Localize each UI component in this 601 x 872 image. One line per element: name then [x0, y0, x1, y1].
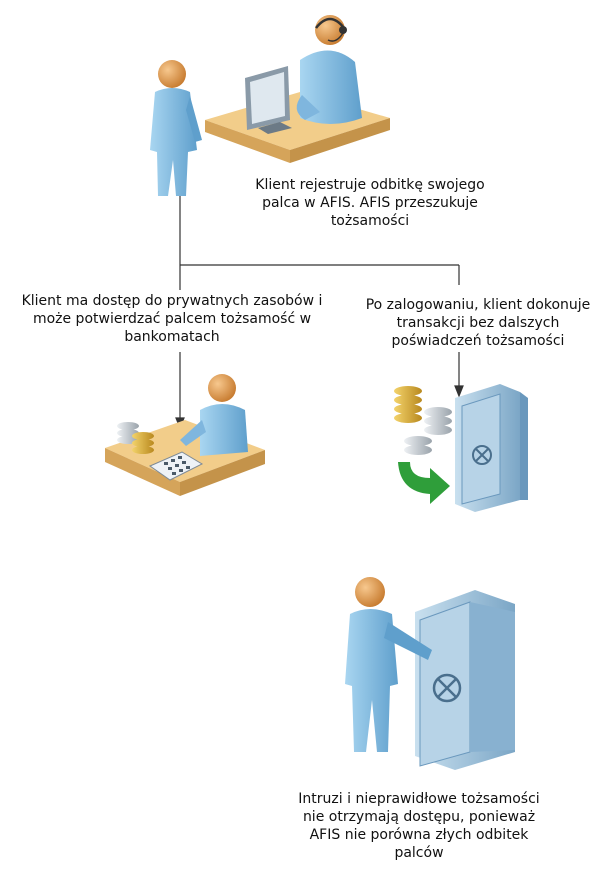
keypad-icon — [148, 451, 204, 481]
registration-scene — [150, 15, 390, 196]
return-arrow-icon — [398, 462, 450, 504]
caption-transactions: Po zalogowaniu, klient dokonuje transakc… — [365, 297, 591, 348]
atm-scene — [105, 374, 265, 496]
large-safe-icon — [415, 590, 515, 770]
caption-register: Klient rejestruje odbitkę swojego palca … — [255, 177, 485, 226]
coin-stack-gold-icon — [132, 432, 154, 454]
coin-stacks-icon — [394, 386, 452, 455]
caption-intruders: Intruzi i nieprawidłowe tożsamości nie o… — [298, 791, 540, 861]
intruder-scene — [345, 577, 515, 770]
vault-transaction-scene — [394, 384, 528, 512]
caption-access: Klient ma dostęp do prywatnych zasobów i… — [21, 293, 323, 345]
safe-icon — [455, 384, 528, 512]
